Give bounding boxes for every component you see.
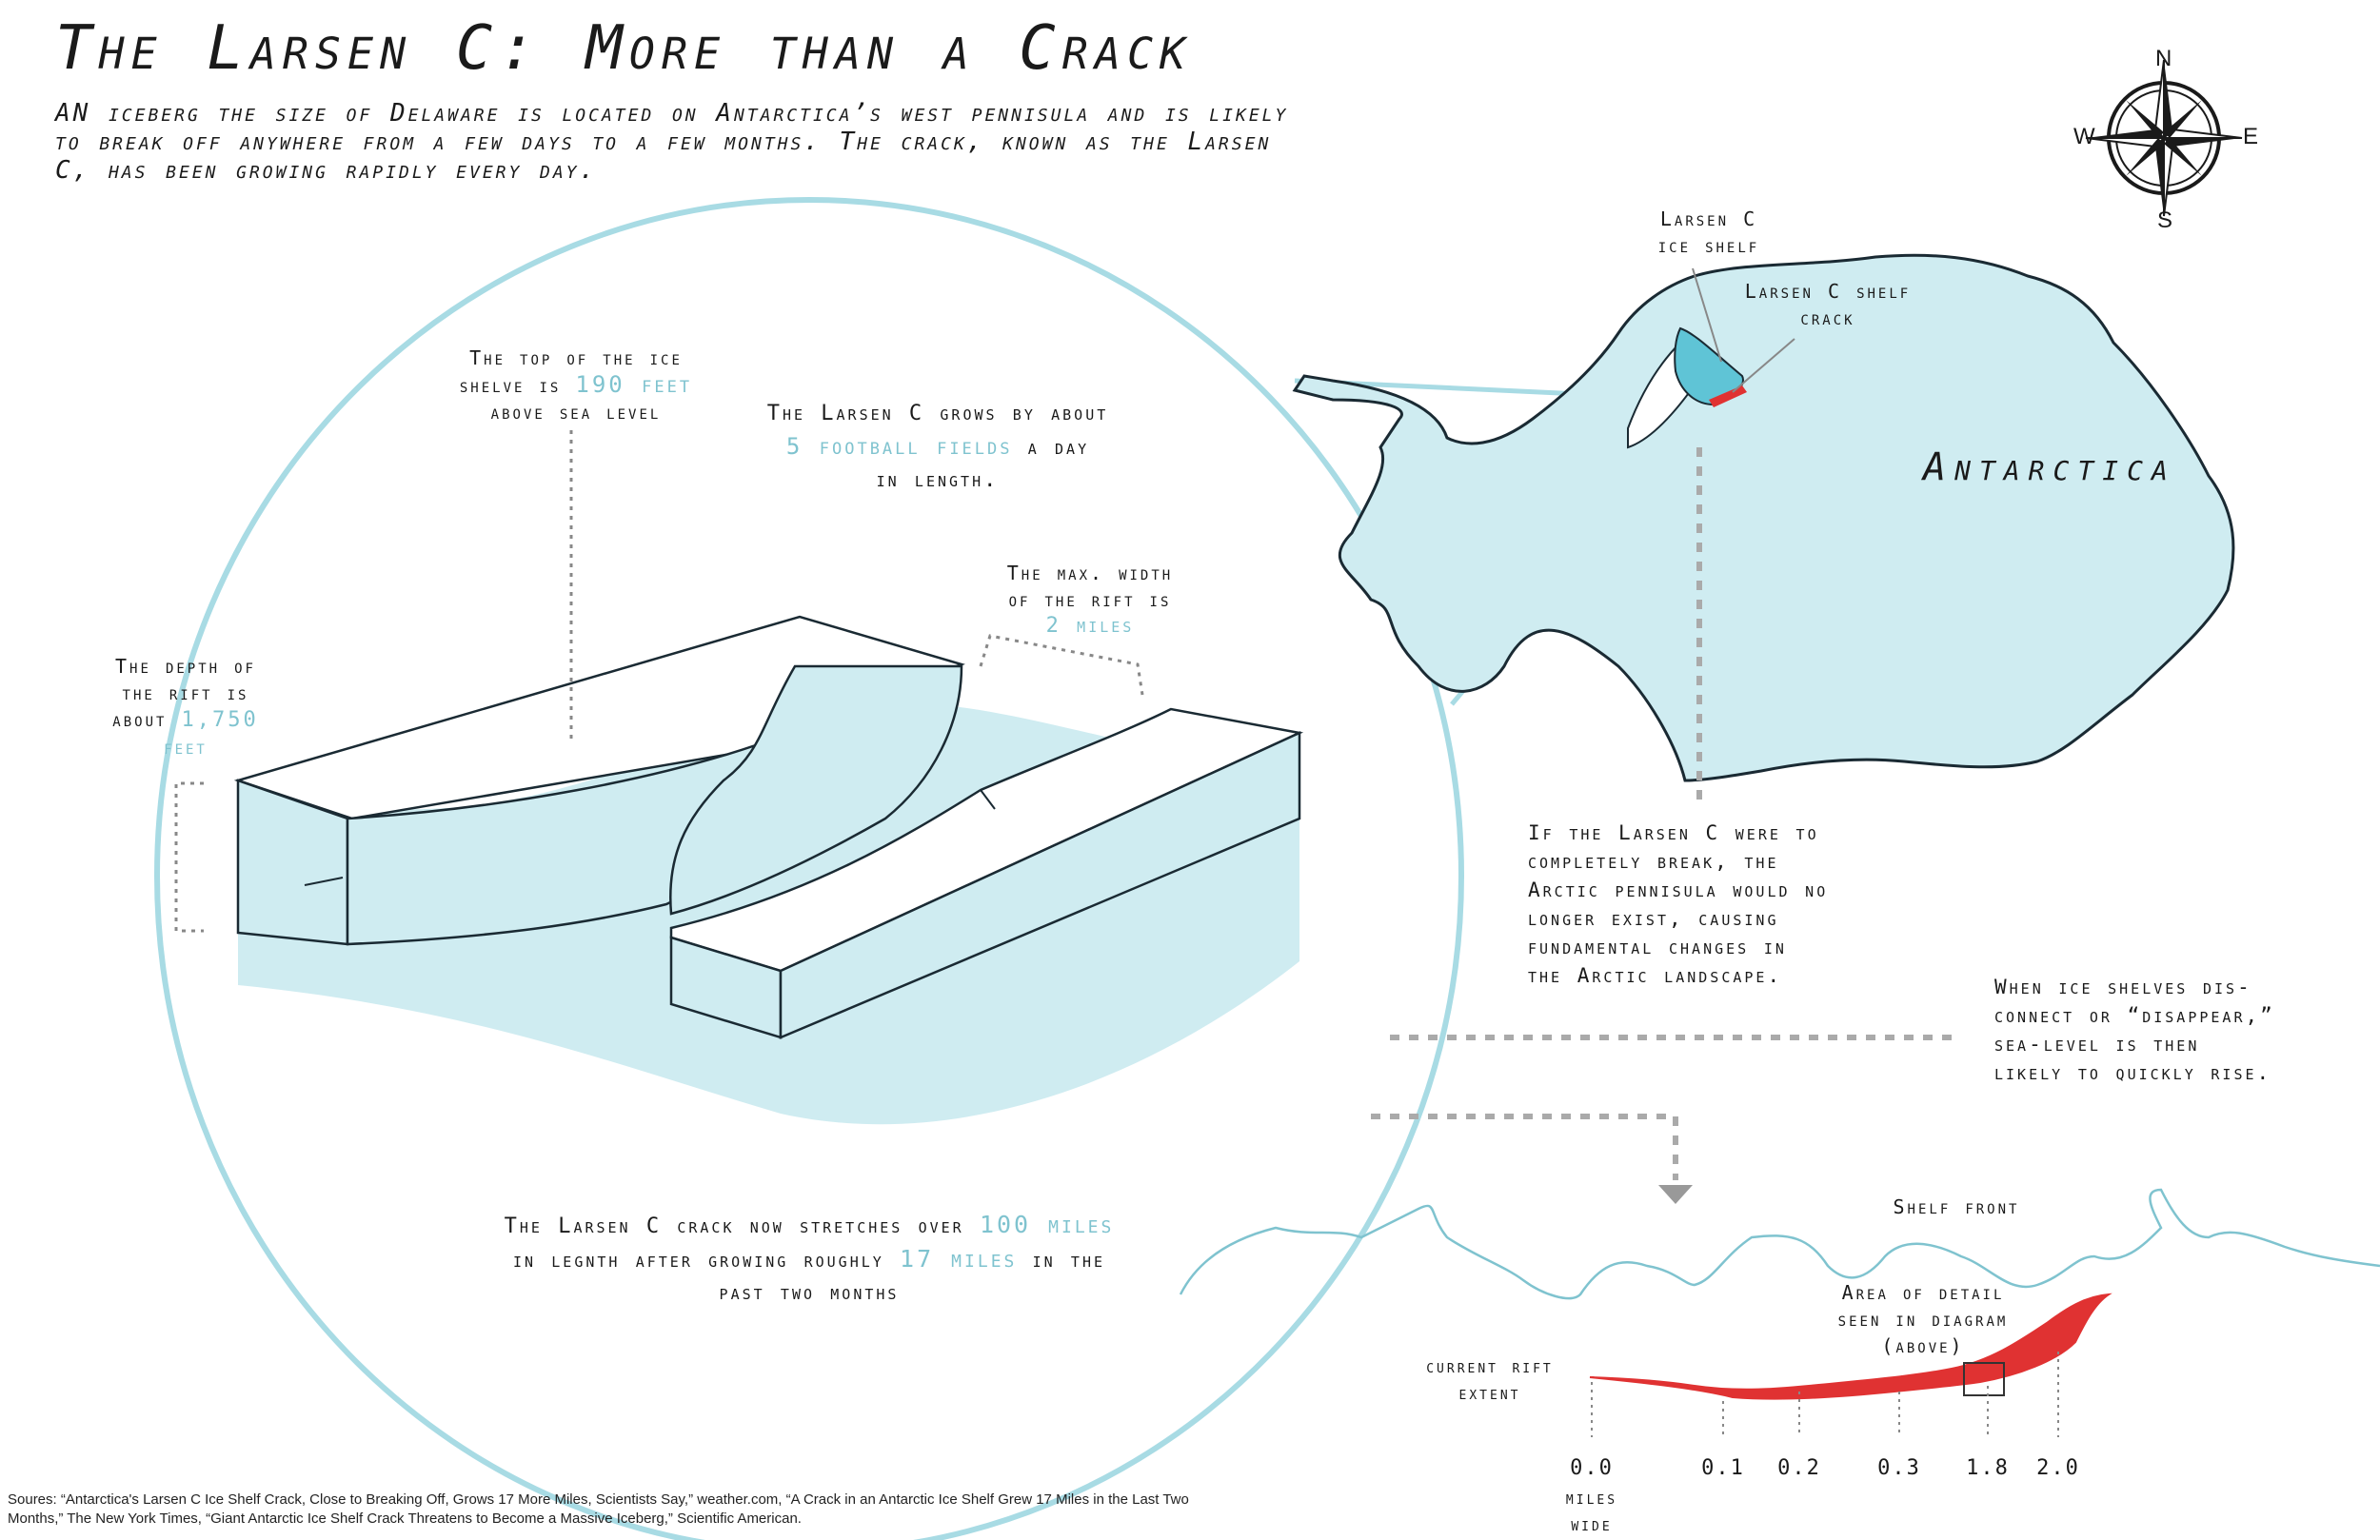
note-line: in the (1017, 1249, 1106, 1273)
note-line: past two months (719, 1281, 900, 1305)
note-line: in legnth after growing roughly (512, 1249, 901, 1273)
tick-label: 1.8 (1966, 1456, 2010, 1480)
shelf-label-leader (1692, 267, 1722, 363)
note-line: the Arctic landscape. (1528, 964, 1783, 987)
tick-label: 0.1 (1701, 1456, 1745, 1480)
note-line: seen in diagram (1837, 1308, 2009, 1331)
note-line: fundamental changes in (1528, 936, 1787, 958)
growth-value: 5 football fields (785, 433, 1013, 460)
top-height-note: The top of the ice shelve is 190 feet ab… (447, 345, 704, 425)
note-line: (above) (1881, 1334, 1965, 1357)
compass-w: W (2073, 124, 2095, 149)
compass-s: S (2157, 207, 2173, 233)
note-line: sea-level is then (1994, 1033, 2200, 1056)
tick-label: 0.2 (1777, 1456, 1821, 1480)
page-title: The Larsen C: More than a Crack (55, 13, 1193, 84)
detail-label: Area of detail seen in diagram (above) (1799, 1279, 2047, 1359)
sources-text: Soures: “Antarctica's Larsen C Ice Shelf… (8, 1491, 1189, 1527)
antarctica-map (1292, 253, 2235, 782)
crack-label-line: Larsen C shelf (1744, 280, 1912, 303)
crack-label: Larsen C shelf crack (1733, 278, 1923, 331)
note-line: the rift is (122, 681, 249, 704)
note-line: Area of detail (1841, 1281, 2005, 1304)
crack-label-line: crack (1800, 306, 1855, 329)
note-line: longer exist, causing (1528, 907, 1779, 930)
depth-value: 1,750 (181, 708, 259, 732)
rift-extent-label: current rift extent (1390, 1353, 1590, 1407)
note-line: The top of the ice (469, 346, 683, 369)
note-line: The Larsen C grows by about (766, 402, 1109, 425)
note-line: If the Larsen C were to (1528, 821, 1819, 844)
width-value: 2 miles (1045, 614, 1135, 638)
growth-note: The Larsen C grows by about 5 football f… (724, 398, 1152, 497)
shelf-label-line: ice shelf (1657, 234, 1760, 257)
note-line: Arctic pennisula would no (1528, 879, 1829, 901)
detail-box (1963, 1362, 2005, 1396)
larsen-c-crack-map (1709, 385, 1747, 407)
note-line: about (112, 708, 182, 731)
width-guide (979, 634, 1144, 696)
intro-text: AN iceberg the size of Delaware is locat… (55, 99, 1289, 185)
compass-e: E (2243, 124, 2259, 149)
note-line: likely to quickly rise. (1994, 1061, 2272, 1084)
profile-guide-arrow (1658, 1185, 1693, 1204)
note-line: of the rift is (1008, 588, 1172, 611)
break-note: If the Larsen C were to completely break… (1528, 819, 1928, 990)
stretch-value-100: 100 miles (979, 1211, 1115, 1238)
rift-extent-line (1589, 1293, 2112, 1400)
top-height-value: 190 feet (575, 371, 693, 398)
note-line: in length. (876, 468, 1000, 492)
sea-level-note: When ice shelves dis- connect or “disapp… (1994, 973, 2366, 1087)
note-line: The max. width (1006, 562, 1174, 584)
continent-label: Antarctica (1923, 445, 2176, 489)
note-line: extent (1458, 1383, 1521, 1404)
profile-guide (1371, 1114, 1678, 1180)
note-line: The Larsen C crack now stretches over (504, 1214, 980, 1238)
tick-label: 0.3 (1877, 1456, 1921, 1480)
stretch-note: The Larsen C crack now stretches over 10… (390, 1209, 1228, 1310)
shelf-front-line (1179, 1188, 2380, 1300)
depth-unit: feet (164, 736, 208, 759)
note-line: miles (1565, 1488, 1618, 1509)
tick-unit-label: miles wide (1544, 1485, 1639, 1538)
note-line: shelve is (459, 374, 576, 397)
note-line: above sea level (490, 401, 662, 424)
crack-label-leader (1732, 338, 1795, 393)
width-note: The max. width of the rift is 2 miles (995, 560, 1185, 640)
note-line: wide (1571, 1514, 1613, 1535)
note-line: When ice shelves dis- (1994, 976, 2252, 998)
tick-guides (1591, 1352, 2059, 1437)
note-line: current rift (1426, 1356, 1554, 1377)
note-line: a day (1012, 436, 1090, 460)
shelf-label-line: Larsen C (1659, 207, 1758, 230)
note-line: The depth of (115, 655, 256, 678)
compass-n: N (2155, 46, 2172, 71)
shelf-label: Larsen C ice shelf (1628, 206, 1790, 259)
tick-label: 0.0 (1570, 1456, 1614, 1480)
compass-rose (2085, 59, 2243, 217)
magnifier-circle (154, 197, 1464, 1540)
note-line: connect or “disappear,” (1994, 1004, 2275, 1027)
note-line: completely break, the (1528, 850, 1779, 873)
depth-note: The depth of the rift is about 1,750 fee… (95, 653, 276, 760)
tick-label: 2.0 (2036, 1456, 2080, 1480)
stretch-value-17: 17 miles (900, 1245, 1018, 1273)
shelf-front-label: Shelf front (1893, 1195, 2020, 1218)
